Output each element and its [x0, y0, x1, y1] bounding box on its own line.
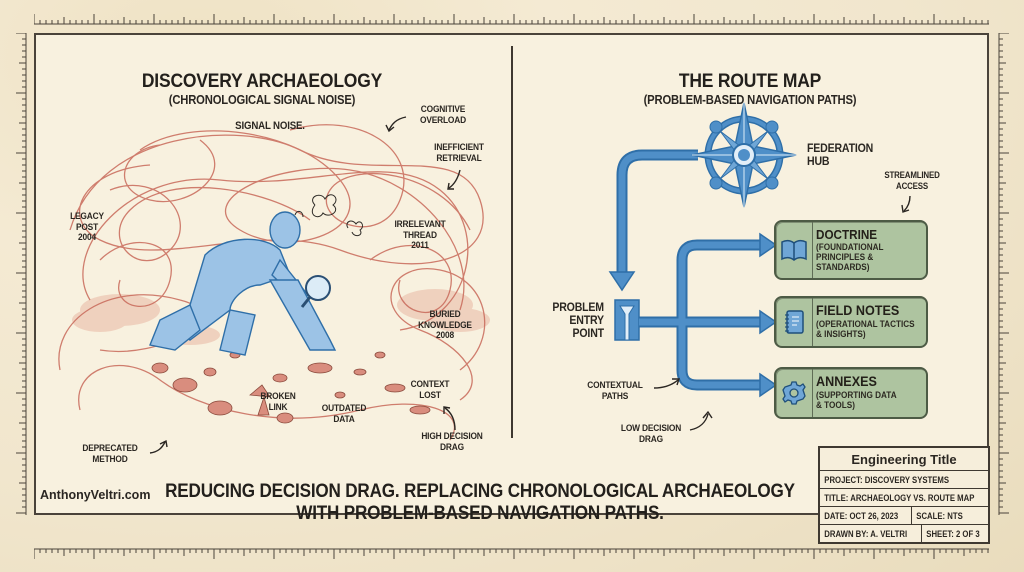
panel-divider: [511, 46, 513, 438]
right-ruler: [998, 33, 1009, 515]
worry-scribbles: [294, 194, 363, 237]
card-title: DOCTRINE: [816, 227, 878, 242]
annotation-arrows-left: [149, 116, 461, 454]
project-field: PROJECT: DISCOVERY SYSTEMS: [824, 475, 950, 485]
label-streamlined-access: STREAMLINED ACCESS: [884, 170, 940, 191]
label-broken-link: BROKEN LINK: [260, 391, 296, 413]
route-map-diagram: [608, 102, 797, 398]
label-contextual-paths: CONTEXTUAL PATHS: [587, 380, 643, 402]
searching-person-figure: [149, 211, 337, 356]
noise-scribbles: [58, 124, 486, 441]
right-panel-title: THE ROUTE MAP: [678, 71, 822, 92]
label-context-lost: CONTEXT LOST: [410, 379, 450, 401]
card-title: FIELD NOTES: [816, 302, 900, 318]
card-subtitle: (OPERATIONAL TACTICS: [816, 319, 915, 329]
debris-shards: [151, 351, 431, 424]
sheet-field: SHEET: 2 OF 3: [926, 529, 980, 539]
card-title: ANNEXES: [816, 373, 877, 389]
left-panel-title: DISCOVERY ARCHAEOLOGY: [141, 71, 383, 92]
signal-noise-illustration: [58, 124, 490, 441]
card-subtitle: (SUPPORTING DATA: [816, 390, 897, 400]
bottom-ruler: [34, 548, 989, 559]
card-doctrine[interactable]: DOCTRINE (FOUNDATIONAL PRINCIPLES & STAN…: [774, 220, 928, 280]
drawn-by-field: DRAWN BY: A. VELTRI: [824, 529, 908, 539]
label-high-decision-drag: HIGH DECISION DRAG: [421, 431, 483, 453]
label-deprecated-method: DEPRECATED METHOD: [82, 443, 138, 465]
title-block-heading: Engineering Title: [851, 451, 957, 467]
annotation-arrows-right: [653, 195, 911, 431]
gear-icon: [782, 381, 806, 405]
label-problem-entry-point: PROBLEM ENTRY POINT: [552, 300, 604, 340]
label-legacy-post: LEGACY POST 2004: [70, 211, 104, 243]
label-outdated-data: OUTDATED DATA: [321, 403, 367, 425]
label-cognitive-overload: COGNITIVE OVERLOAD: [420, 104, 466, 126]
top-ruler: [34, 14, 989, 25]
engineering-title-block: Engineering Title PROJECT: DISCOVERY SYS…: [818, 446, 990, 544]
card-annexes[interactable]: ANNEXES (SUPPORTING DATA & TOOLS): [774, 367, 928, 419]
federation-hub-compass-icon: [691, 102, 797, 208]
label-signal-noise: SIGNAL NOISE.: [235, 120, 305, 132]
problem-entry-point-icon: [614, 299, 640, 341]
book-icon: [781, 239, 807, 261]
title-field: TITLE: ARCHAEOLOGY VS. ROUTE MAP: [824, 493, 975, 503]
left-panel-subtitle: (CHRONOLOGICAL SIGNAL NOISE): [168, 93, 356, 107]
label-buried-knowledge: BURIED KNOWLEDGE 2008: [418, 309, 472, 341]
label-low-decision-drag: LOW DECISION DRAG: [620, 423, 682, 445]
label-inefficient-retrieval: INEFFICIENT RETRIEVAL: [434, 142, 484, 164]
label-federation-hub: FEDERATION HUB: [807, 141, 874, 168]
left-ruler: [16, 33, 27, 515]
card-subtitle: (FOUNDATIONAL: [816, 242, 884, 252]
summary-caption: REDUCING DECISION DRAG. REPLACING CHRONO…: [165, 481, 795, 524]
notebook-icon: [785, 310, 804, 334]
label-irrelevant-thread: IRRELEVANT THREAD 2011: [394, 219, 446, 251]
card-field-notes[interactable]: FIELD NOTES (OPERATIONAL TACTICS & INSIG…: [774, 296, 928, 348]
right-panel-subtitle: (PROBLEM-BASED NAVIGATION PATHS): [643, 93, 857, 107]
site-credit[interactable]: AnthonyVeltri.com: [40, 488, 151, 502]
scale-field: SCALE: NTS: [916, 511, 963, 521]
date-field: DATE: OCT 26, 2023: [824, 511, 899, 521]
